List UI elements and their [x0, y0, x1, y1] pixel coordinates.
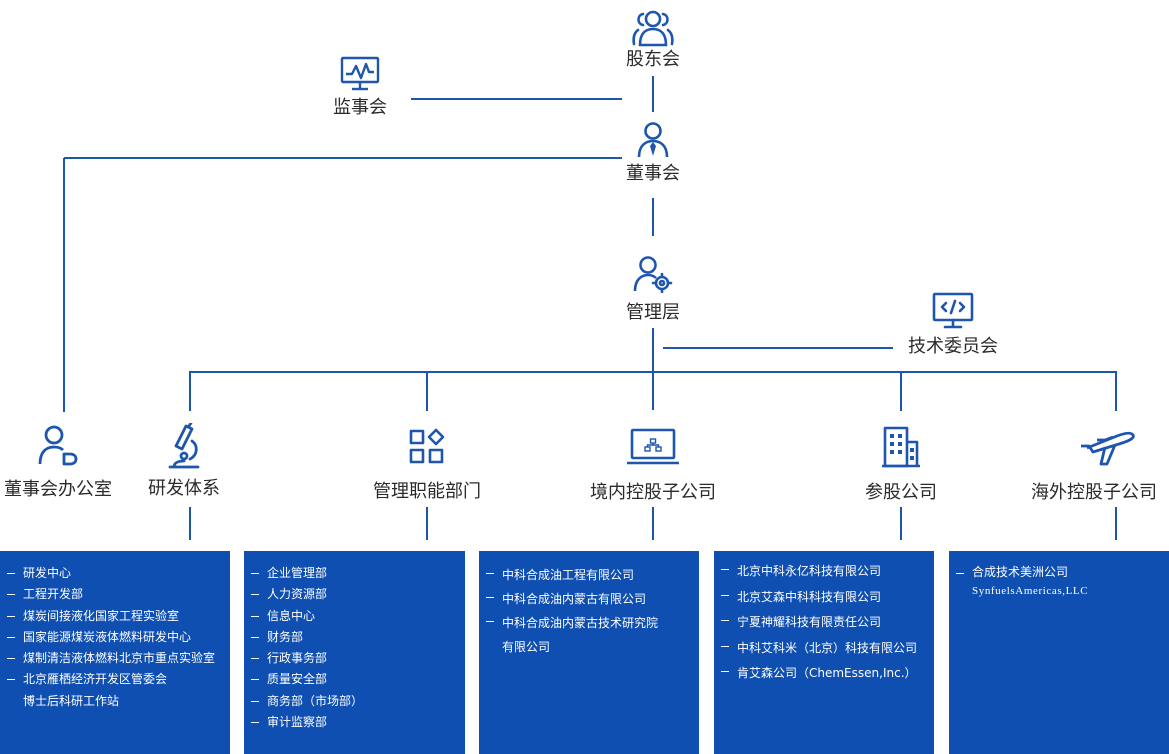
box-functional: 企业管理部 人力资源部 信息中心 财务部 行政事务部 质量安全部 商务部（市场部…	[244, 551, 465, 754]
list-item-text: 北京雁栖经济开发区管委会	[23, 672, 168, 687]
building-icon	[882, 426, 920, 468]
list-item-text: 中科合成油内蒙古技术研究院	[502, 616, 659, 630]
list-item: 研发中心	[7, 563, 230, 584]
node-joint: 参股公司	[851, 426, 951, 504]
node-label: 境内控股子公司	[590, 482, 716, 503]
node-functional: 管理职能部门	[367, 428, 487, 503]
box-domestic: 中科合成油工程有限公司 中科合成油内蒙古有限公司 中科合成油内蒙古技术研究院有限…	[479, 551, 699, 754]
node-label: 海外控股子公司	[1031, 482, 1157, 503]
list-item: 人力资源部	[251, 584, 465, 605]
list-item: 企业管理部	[251, 563, 465, 584]
list-item: 北京雁栖经济开发区管委会博士后科研工作站	[7, 669, 230, 712]
node-shareholders: 股东会	[603, 8, 703, 71]
node-overseas: 海外控股子公司	[1031, 426, 1169, 504]
box-rnd: 研发中心 工程开发部 煤炭间接液化国家工程实验室 国家能源煤炭液体燃料研发中心 …	[0, 551, 230, 754]
node-management: 管理层	[603, 255, 703, 324]
list-item: 审计监察部	[251, 712, 465, 733]
node-rnd: 研发体系	[134, 423, 234, 500]
list-item: 中科合成油工程有限公司	[486, 563, 699, 587]
box-overseas: 合成技术美洲公司 SynfuelsAmericas,LLC	[949, 551, 1169, 754]
box-joint: 北京中科永亿科技有限公司 北京艾森中科科技有限公司 宁夏神耀科技有限责任公司 中…	[714, 551, 934, 754]
node-label: 股东会	[626, 49, 680, 70]
list-item: 财务部	[251, 627, 465, 648]
code-monitor-icon	[932, 292, 974, 329]
list-item: 质量安全部	[251, 669, 465, 690]
node-domestic: 境内控股子公司	[578, 427, 728, 504]
node-label: 监事会	[333, 97, 387, 118]
list-item: 中科合成油内蒙古技术研究院有限公司	[486, 611, 699, 659]
list-item: 中科艾科米（北京）科技有限公司	[721, 636, 934, 662]
airplane-icon	[1081, 431, 1135, 466]
list-item-text-cont: 有限公司	[502, 640, 551, 654]
list-item: 北京艾森中科科技有限公司	[721, 585, 934, 611]
list-item-text-cont: SynfuelsAmericas,LLC	[972, 585, 1089, 597]
node-board: 董事会	[603, 121, 703, 185]
laptop-icon	[627, 428, 679, 465]
list-item: 国家能源煤炭液体燃料研发中心	[7, 627, 230, 648]
node-label: 研发体系	[148, 478, 220, 499]
list-item: 煤制清洁液体燃料北京市重点实验室	[7, 648, 230, 669]
list-item: 工程开发部	[7, 584, 230, 605]
monitor-chart-icon	[340, 56, 380, 91]
node-label: 参股公司	[865, 482, 937, 503]
list-item: 信息中心	[251, 606, 465, 627]
list-item: 肯艾森公司（ChemEssen,Inc.）	[721, 661, 934, 687]
list-item-text: 合成技术美洲公司	[972, 565, 1069, 579]
node-supervisors: 监事会	[310, 56, 410, 119]
list-item: 行政事务部	[251, 648, 465, 669]
list-item-text-cont: 博士后科研工作站	[23, 693, 120, 708]
node-label: 管理职能部门	[373, 481, 481, 502]
node-board-office: 董事会办公室	[0, 424, 118, 501]
list-item: 煤炭间接液化国家工程实验室	[7, 606, 230, 627]
list-item: 北京中科永亿科技有限公司	[721, 559, 934, 585]
people-group-icon	[632, 10, 674, 47]
node-label: 技术委员会	[908, 336, 998, 357]
node-tech-committee: 技术委员会	[893, 292, 1013, 358]
person-gear-icon	[633, 256, 673, 293]
list-item: 中科合成油内蒙古有限公司	[486, 587, 699, 611]
node-label: 管理层	[626, 302, 680, 323]
list-item: 合成技术美洲公司 SynfuelsAmericas,LLC	[956, 563, 1169, 601]
modules-icon	[409, 428, 445, 464]
node-label: 董事会办公室	[4, 479, 112, 500]
list-item: 宁夏神耀科技有限责任公司	[721, 610, 934, 636]
person-tie-icon	[637, 122, 669, 158]
node-label: 董事会	[626, 163, 680, 184]
microscope-icon	[168, 423, 200, 469]
list-item: 商务部（市场部）	[251, 691, 465, 712]
person-icon	[38, 425, 78, 466]
